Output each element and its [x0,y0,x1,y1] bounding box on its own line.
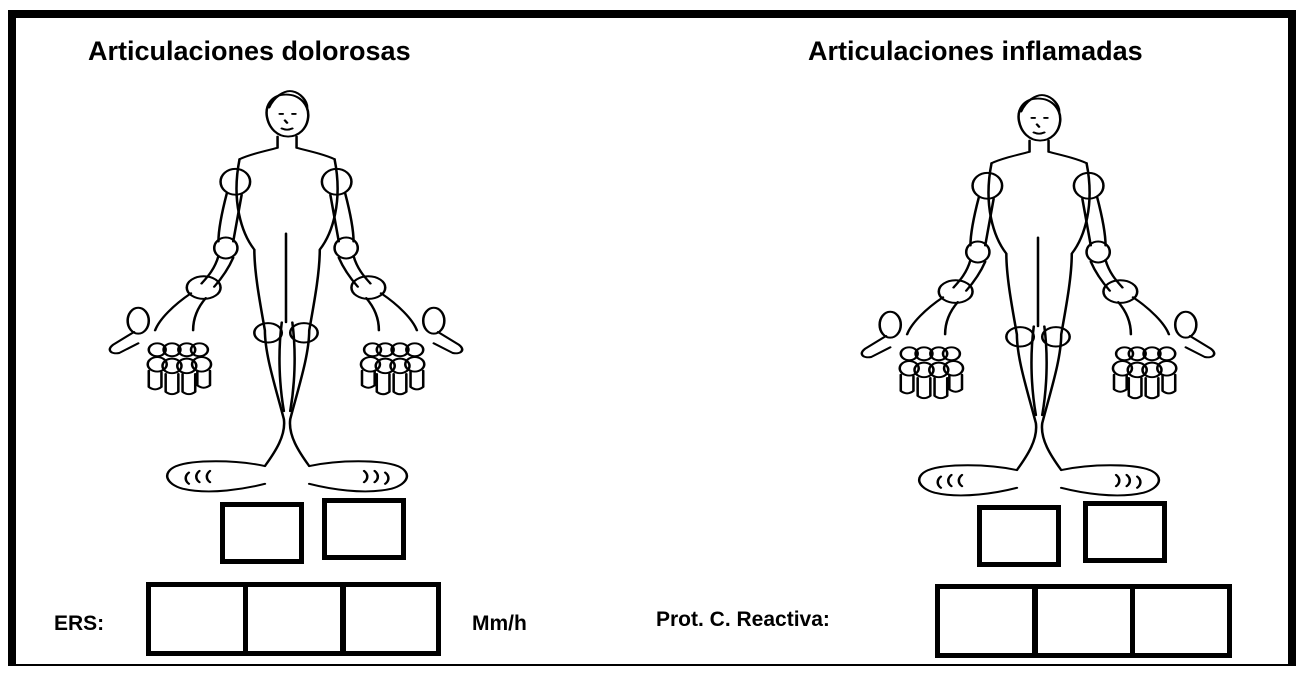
painful-count-box-2[interactable] [322,498,406,560]
swollen-joints-title: Articulaciones inflamadas [808,36,1143,61]
esr-digit-box-1[interactable] [146,582,248,656]
esr-unit-label: Mm/h [472,612,527,632]
crp-label: Prot. C. Reactiva: [656,608,830,628]
esr-digit-box-2[interactable] [243,582,345,656]
body-diagram-swollen-icon[interactable] [848,84,1228,504]
swollen-count-box-1[interactable] [977,505,1061,567]
painful-count-box-1[interactable] [220,502,304,564]
crp-digit-box-1[interactable] [935,584,1037,658]
swollen-count-box-2[interactable] [1083,501,1167,563]
crp-digit-box-3[interactable] [1130,584,1232,658]
esr-digit-box-3[interactable] [341,582,441,656]
crp-digit-box-2[interactable] [1033,584,1135,658]
body-diagram-painful-icon[interactable] [96,80,476,500]
painful-joints-title: Articulaciones dolorosas [88,36,411,67]
esr-label: ERS: [54,612,104,632]
